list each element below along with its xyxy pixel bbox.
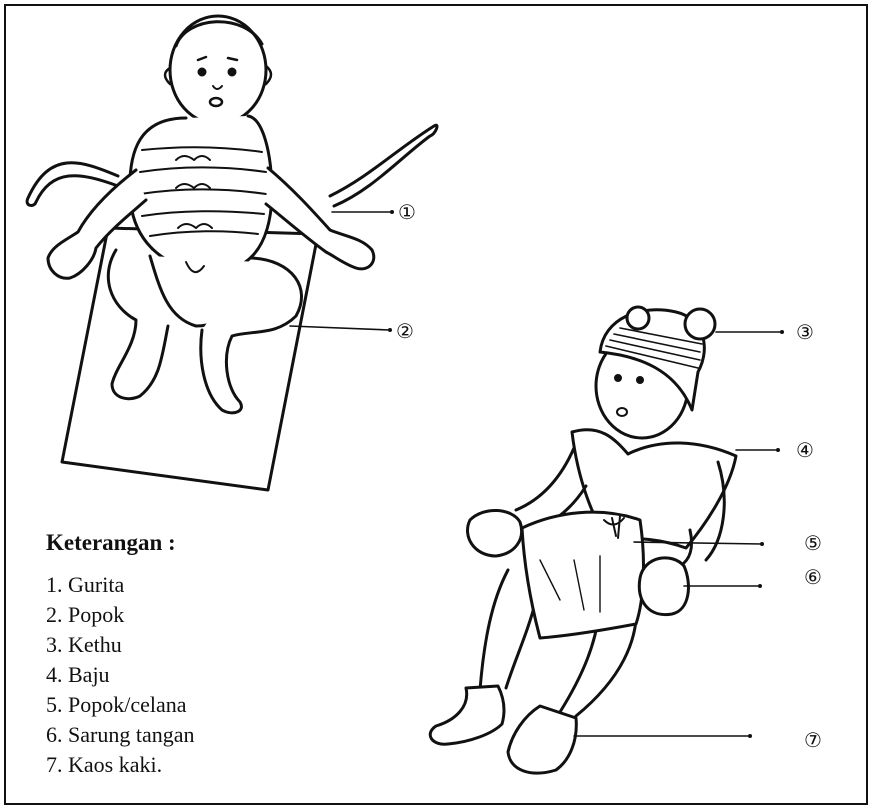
callout-6: ⑥ (804, 565, 822, 589)
legend-item: 7. Kaos kaki. (46, 750, 194, 780)
gurita-string-right (330, 125, 437, 206)
celana-diaper (522, 512, 643, 638)
legend-item-number: 7. (46, 750, 63, 780)
mitten-left (468, 510, 522, 556)
kethu-pompom-right (685, 309, 715, 339)
legend-item-label: Kaos kaki. (68, 750, 162, 780)
legend: Keterangan : 1. Gurita 2. Popok 3. Kethu… (46, 530, 194, 780)
legend-item-number: 6. (46, 720, 63, 750)
mitten-right (639, 558, 688, 615)
legend-item: 2. Popok (46, 600, 194, 630)
kethu-pompom-left (627, 307, 649, 329)
legend-list: 1. Gurita 2. Popok 3. Kethu 4. Baju 5. P… (46, 570, 194, 780)
legend-item-number: 5. (46, 690, 63, 720)
legend-item: 3. Kethu (46, 630, 194, 660)
legend-item-label: Sarung tangan (68, 720, 194, 750)
legend-title: Keterangan : (46, 530, 194, 556)
legend-item-number: 4. (46, 660, 63, 690)
legend-item: 5. Popok/celana (46, 690, 194, 720)
legend-item: 1. Gurita (46, 570, 194, 600)
legend-item-label: Popok/celana (68, 690, 187, 720)
baby-dressed-drawing (430, 307, 736, 773)
legend-item-number: 3. (46, 630, 63, 660)
legend-item-label: Popok (68, 600, 124, 630)
callout-5: ⑤ (804, 531, 822, 555)
callout-1: ① (398, 200, 416, 224)
sock-left (430, 686, 504, 744)
legend-item-label: Kethu (68, 630, 122, 660)
callout-2: ② (396, 319, 414, 343)
legend-item: 6. Sarung tangan (46, 720, 194, 750)
callout-4: ④ (796, 438, 814, 462)
legend-item-label: Baju (68, 660, 110, 690)
legend-item-number: 1. (46, 570, 63, 600)
callout-3: ③ (796, 320, 814, 344)
legend-item-label: Gurita (68, 570, 124, 600)
baby2-arm-left (516, 448, 574, 510)
baby-lying-drawing (27, 16, 437, 490)
legend-item-number: 2. (46, 600, 63, 630)
baby1-torso (130, 116, 272, 272)
sock-right (508, 706, 576, 773)
baby2-leg-left (480, 570, 508, 690)
legend-item: 4. Baju (46, 660, 194, 690)
callout-7: ⑦ (804, 728, 822, 752)
